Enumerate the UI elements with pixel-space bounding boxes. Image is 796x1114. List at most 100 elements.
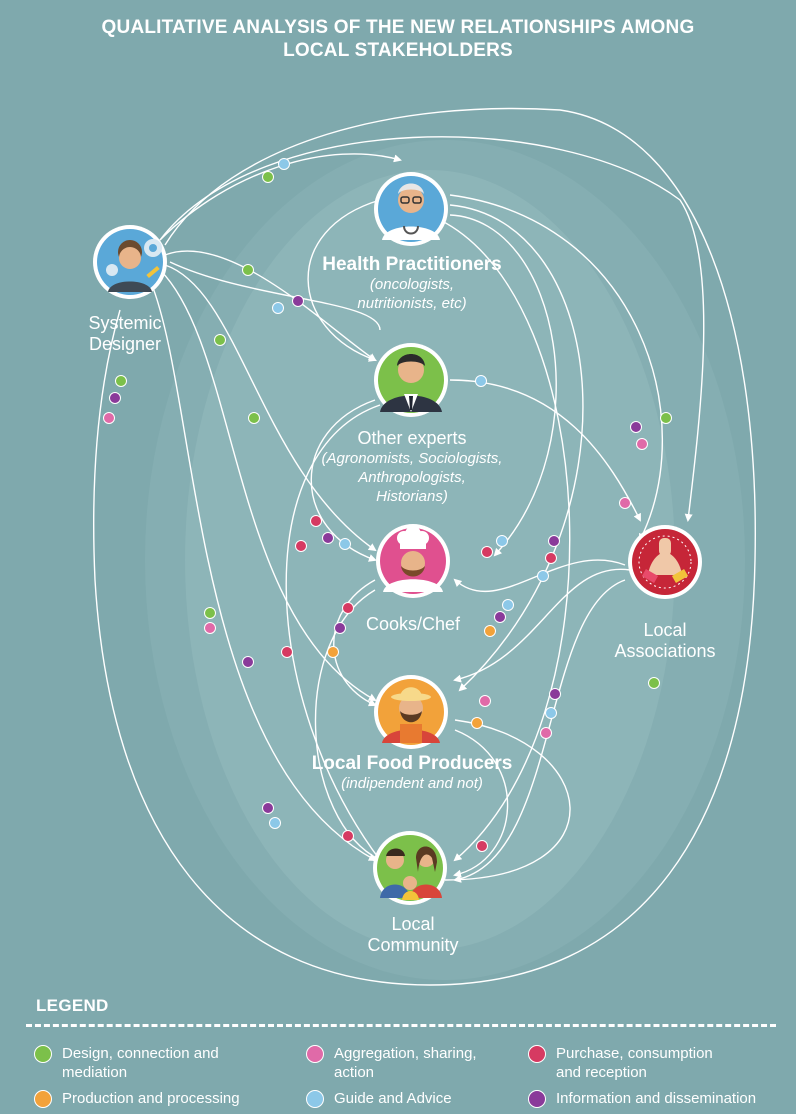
purchase-dot — [281, 646, 293, 658]
designer-gears-icon — [106, 239, 162, 292]
outer-loop-line — [93, 107, 756, 986]
information-dot — [109, 392, 121, 404]
legend-swatch-production — [34, 1090, 52, 1108]
information-dot — [630, 421, 642, 433]
guide-dot — [496, 535, 508, 547]
node-systemic-designer[interactable] — [93, 225, 167, 299]
designer-to-producers-line — [159, 269, 377, 701]
legend-item-purchase: Purchase, consumption and reception — [528, 1044, 713, 1082]
legend-label-purchase-2: and reception — [556, 1064, 647, 1081]
design-dot — [242, 264, 254, 276]
health-to-community-line — [439, 219, 571, 862]
legend-item-aggregation: Aggregation, sharing, action — [306, 1044, 477, 1082]
information-dot — [292, 295, 304, 307]
health-practitioners-sub-1: (oncologists, — [369, 276, 455, 293]
legend-item-production: Production and processing — [34, 1089, 240, 1108]
guide-dot — [269, 817, 281, 829]
legend-item-information: Information and dissemination — [528, 1089, 756, 1108]
purchase-dot — [481, 546, 493, 558]
purchase-dot — [295, 540, 307, 552]
design-dot — [262, 171, 274, 183]
legend-swatch-guide — [306, 1090, 324, 1108]
legend-swatch-aggregation — [306, 1045, 324, 1063]
associations-to-cooks-line — [453, 559, 626, 593]
legend-label-purchase-1: Purchase, consumption — [556, 1045, 713, 1062]
health-practitioners-name: Health Practitioners — [322, 254, 502, 275]
label-health-practitioners: Health Practitioners (oncologists, nutri… — [270, 254, 554, 313]
legend-label-production: Production and processing — [62, 1090, 240, 1107]
legend-label-design-2: mediation — [62, 1064, 128, 1081]
production-dot — [484, 625, 496, 637]
information-dot — [242, 656, 254, 668]
legend-item-design: Design, connection and mediation — [34, 1044, 219, 1082]
legend-label-design-1: Design, connection and — [62, 1045, 219, 1062]
local-food-producers-name: Local Food Producers — [311, 753, 513, 774]
health-to-experts-line — [307, 199, 381, 362]
label-other-experts: Other experts (Agronomists, Sociologists… — [270, 428, 554, 506]
title-line-2: LOCAL STAKEHOLDERS — [283, 40, 513, 61]
label-local-community: Local Community — [340, 914, 486, 956]
production-dot — [471, 717, 483, 729]
health-to-cooks-line — [449, 214, 557, 557]
producers-to-community-line — [453, 729, 509, 878]
health-practitioners-sub-2: nutritionists, etc) — [357, 295, 467, 312]
associations-to-producers-line — [453, 568, 631, 683]
guide-dot — [545, 707, 557, 719]
node-cooks-chef[interactable] — [376, 524, 450, 598]
cooks-to-producers-line — [333, 579, 377, 707]
legend-label-aggregation-2: action — [334, 1064, 375, 1081]
node-other-experts[interactable] — [374, 343, 448, 417]
designer-loop-line — [169, 261, 381, 331]
legend-label-guide: Guide and Advice — [334, 1090, 452, 1107]
label-systemic-designer: Systemic Designer — [55, 313, 195, 355]
health-to-producers-line — [449, 204, 584, 692]
relation-dots — [103, 158, 672, 852]
aggregation-dot — [479, 695, 491, 707]
health-to-associations-line — [449, 194, 664, 542]
guide-dot — [475, 375, 487, 387]
producers-community-loop-line — [444, 719, 571, 881]
guide-dot — [502, 599, 514, 611]
experts-to-community-line — [285, 404, 382, 862]
other-experts-sub-2: Anthropologists, — [358, 469, 466, 486]
information-dot — [262, 802, 274, 814]
information-dot — [548, 535, 560, 547]
systemic-designer-line-1: Systemic — [88, 313, 162, 333]
purchase-dot — [342, 602, 354, 614]
legend-swatch-purchase — [528, 1045, 546, 1063]
legend-title: LEGEND — [36, 996, 109, 1015]
designer-to-community-line — [149, 279, 377, 861]
design-dot — [214, 334, 226, 346]
other-experts-sub-1: (Agronomists, Sociologists, — [321, 450, 503, 467]
purchase-dot — [310, 515, 322, 527]
aggregation-dot — [103, 412, 115, 424]
systemic-designer-line-2: Designer — [88, 334, 162, 354]
designer-to-cooks-line — [164, 264, 377, 552]
legend-swatch-design — [34, 1045, 52, 1063]
label-local-associations: Local Associations — [600, 620, 730, 662]
label-local-food-producers: Local Food Producers (indipendent and no… — [270, 753, 554, 793]
design-dot — [660, 412, 672, 424]
cooks-chef-name: Cooks/Chef — [365, 614, 461, 634]
local-associations-line-1: Local — [643, 620, 687, 640]
doctor-icon — [382, 183, 440, 240]
legend-divider — [26, 1024, 776, 1027]
information-dot — [322, 532, 334, 544]
design-dot — [204, 607, 216, 619]
node-local-food-producers[interactable] — [374, 675, 448, 749]
design-dot — [115, 375, 127, 387]
guide-dot — [278, 158, 290, 170]
node-health-practitioners[interactable] — [374, 172, 448, 246]
design-dot — [248, 412, 260, 424]
title-line-1: QUALITATIVE ANALYSIS OF THE NEW RELATION… — [101, 17, 695, 38]
local-associations-line-2: Associations — [614, 641, 716, 661]
information-dot — [494, 611, 506, 623]
node-local-associations[interactable] — [628, 525, 702, 599]
other-experts-sub-3: Historians) — [376, 488, 448, 505]
family-icon — [380, 846, 442, 900]
joined-hands-icon — [641, 538, 689, 583]
other-experts-name: Other experts — [357, 428, 467, 448]
node-local-community[interactable] — [373, 831, 447, 905]
legend-label-aggregation-1: Aggregation, sharing, — [334, 1045, 477, 1062]
